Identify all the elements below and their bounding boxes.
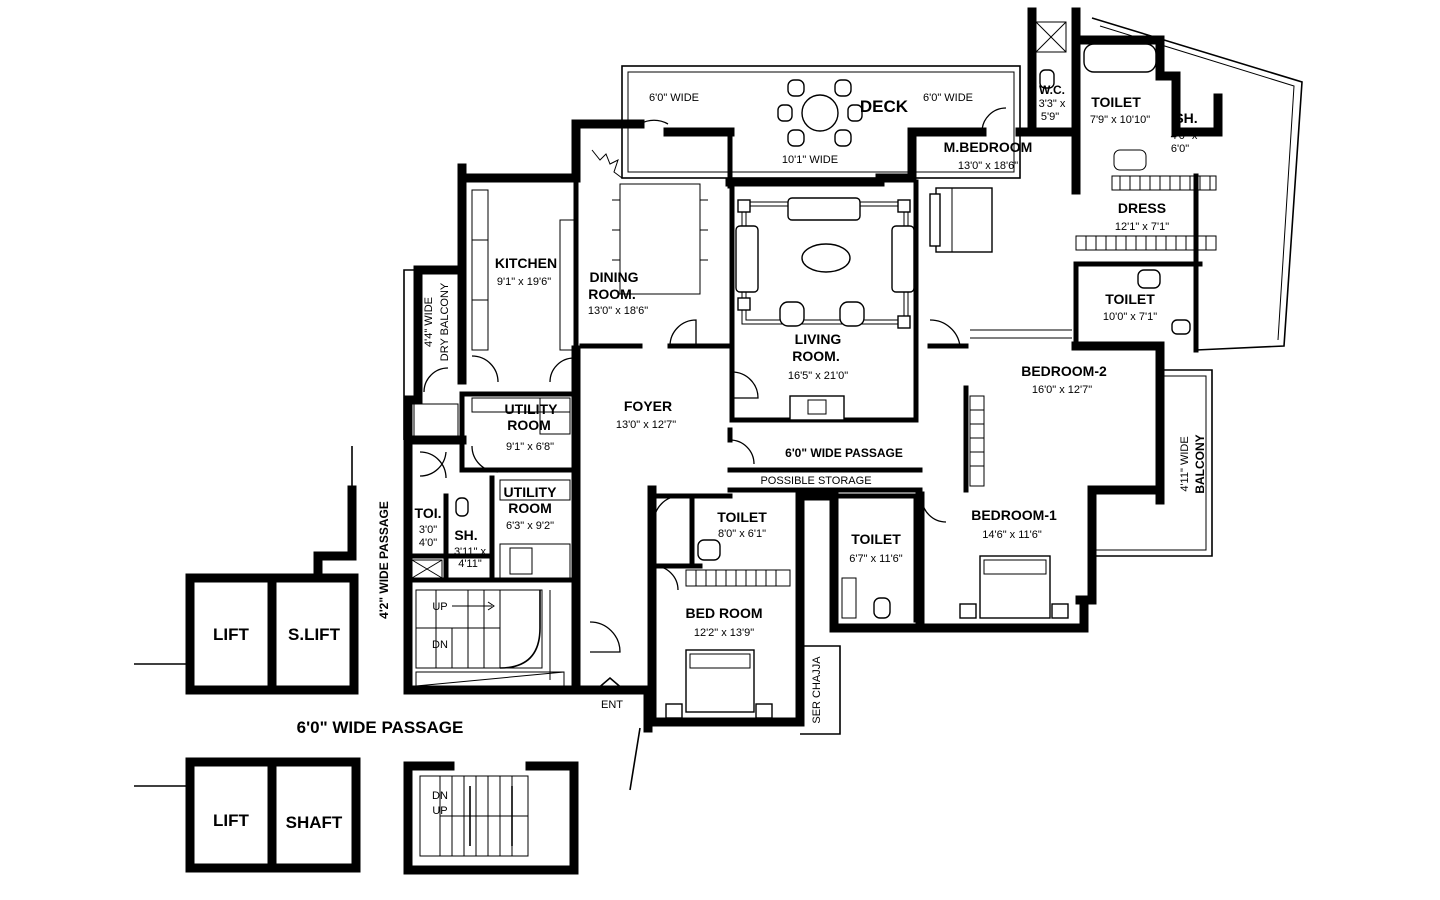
deck-table-set — [777, 79, 863, 147]
deck-front-width: 10'1" WIDE — [782, 154, 838, 166]
side-passage-label: 4'2" WIDE PASSAGE — [377, 501, 391, 619]
utility2-label-2: ROOM — [508, 500, 552, 516]
kitchen-label: KITCHEN — [495, 255, 557, 271]
slift-label: S.LIFT — [288, 625, 341, 644]
utility1-label-2: ROOM — [507, 417, 551, 433]
kitchen-dim: 9'1" x 19'6" — [497, 276, 551, 288]
dry-balcony-label: DRY BALCONY — [439, 282, 451, 361]
bedroom-2: BEDROOM-2 16'0" x 12'7" 4'11" WIDE BALCO… — [969, 363, 1207, 494]
bedroom-dim: 12'2" x 13'9" — [694, 627, 754, 639]
inner-passage-label: 6'0" WIDE PASSAGE — [785, 446, 903, 460]
balcony-width: 4'11" WIDE — [1179, 436, 1191, 491]
utility2-label-1: UTILITY — [504, 484, 558, 500]
deck-label: DECK — [860, 97, 909, 116]
bedroom2-label: BEDROOM-2 — [1021, 363, 1107, 379]
utility-rooms: UTILITY ROOM 9'1" x 6'8" UTILITY ROOM 6'… — [411, 397, 571, 579]
wc-dim-2: 5'9" — [1041, 111, 1059, 123]
shaft-label: SHAFT — [286, 813, 343, 832]
utility1-label-1: UTILITY — [505, 401, 559, 417]
service-stair-dn: DN — [432, 639, 448, 651]
bedroom2-dim: 16'0" x 12'7" — [1032, 384, 1092, 396]
service-stair: UP DN — [415, 589, 565, 687]
toi-dim-2: 4'0" — [419, 537, 437, 549]
mbedroom-label: M.BEDROOM — [944, 139, 1033, 155]
toi-dim-1: 3'0" — [419, 524, 437, 536]
main-stair-up: UP — [432, 805, 447, 817]
dry-balcony-width: 4'4" WIDE — [423, 297, 435, 347]
inner-passage: 6'0" WIDE PASSAGE POSSIBLE STORAGE — [729, 439, 903, 487]
toilet-b1-dim: 6'7" x 11'6" — [849, 553, 902, 565]
service-stair-up: UP — [432, 601, 447, 613]
mbedroom-dim: 13'0" x 18'6" — [958, 160, 1018, 172]
utility1-dim: 9'1" x 6'8" — [506, 441, 554, 453]
lift1-label: LIFT — [213, 625, 249, 644]
dining-room: DINING ROOM. 13'0" x 18'6" — [588, 119, 708, 347]
living-label-2: ROOM. — [792, 348, 839, 364]
bedroom1-label: BEDROOM-1 — [971, 507, 1057, 523]
living-label-1: LIVING — [795, 331, 842, 347]
toilet-b2-label: TOILET — [1105, 291, 1155, 307]
sh-small-dim-2: 4'11" — [458, 558, 482, 570]
toilet-master-label: TOILET — [1091, 94, 1141, 110]
toilet-br-label: TOILET — [717, 509, 767, 525]
side-passage: 4'2" WIDE PASSAGE — [313, 446, 447, 619]
dry-balcony: 4'4" WIDE DRY BALCONY — [423, 282, 451, 393]
kitchen: KITCHEN 9'1" x 19'6" — [471, 189, 575, 383]
dining-label-2: ROOM. — [588, 286, 635, 302]
toilet-master-dim: 7'9" x 10'10" — [1090, 114, 1150, 126]
foyer: FOYER 13'0" x 12'7" ENT — [589, 398, 676, 711]
master-bedroom: M.BEDROOM 13'0" x 18'6" W.C. 3'3" x 5'9"… — [929, 21, 1217, 347]
wc-label: W.C. — [1039, 83, 1065, 97]
toilet-b2-dim: 10'0" x 7'1" — [1103, 311, 1157, 323]
deck-left-width: 6'0" WIDE — [649, 92, 699, 104]
foyer-dim: 13'0" x 12'7" — [616, 419, 676, 431]
possible-storage-label: POSSIBLE STORAGE — [760, 475, 871, 487]
bed-room: TOILET 8'0" x 6'1" BED ROOM 12'2" x 13'9… — [653, 495, 823, 724]
lift-core: LIFT S.LIFT LIFT SHAFT 6'0" WIDE PASSAGE… — [134, 573, 579, 875]
lift2-label: LIFT — [213, 811, 249, 830]
dress-label: DRESS — [1118, 200, 1166, 216]
bedroom-label: BED ROOM — [686, 605, 763, 621]
living-dim: 16'5" x 21'0" — [788, 370, 848, 382]
toi-label: TOI. — [415, 505, 442, 521]
foyer-label: FOYER — [624, 398, 672, 414]
entrance-label: ENT — [601, 699, 623, 711]
deck: DECK 6'0" WIDE 6'0" WIDE 10'1" WIDE — [621, 65, 1021, 179]
main-stair-dn: DN — [432, 790, 448, 802]
wc-dim-1: 3'3" x — [1039, 98, 1066, 110]
ser-chajja-label: SER CHAJJA — [811, 656, 823, 724]
main-passage-label: 6'0" WIDE PASSAGE — [297, 718, 464, 737]
sh-small-label: SH. — [454, 527, 477, 543]
balcony-label: BALCONY — [1193, 434, 1207, 493]
dining-dim: 13'0" x 18'6" — [588, 305, 648, 317]
sh-master-dim-1: 4'0" x — [1171, 130, 1198, 142]
dress-dim: 12'1" x 7'1" — [1115, 221, 1169, 233]
sh-master-dim-2: 6'0" — [1171, 143, 1189, 155]
toilet-b1-label: TOILET — [851, 531, 901, 547]
sh-small-dim-1: 3'11" x — [454, 546, 487, 558]
living-room: LIVING ROOM. 16'5" x 21'0" — [731, 197, 915, 421]
utility2-dim: 6'3" x 9'2" — [506, 520, 554, 532]
bedroom-1: BEDROOM-1 14'6" x 11'6" TOILET 6'7" x 11… — [841, 497, 1069, 619]
bedroom1-dim: 14'6" x 11'6" — [982, 529, 1042, 541]
toilet-br-dim: 8'0" x 6'1" — [718, 528, 766, 540]
deck-right-width: 6'0" WIDE — [923, 92, 973, 104]
dining-label-1: DINING — [590, 269, 639, 285]
sh-master-label: SH. — [1174, 110, 1197, 126]
